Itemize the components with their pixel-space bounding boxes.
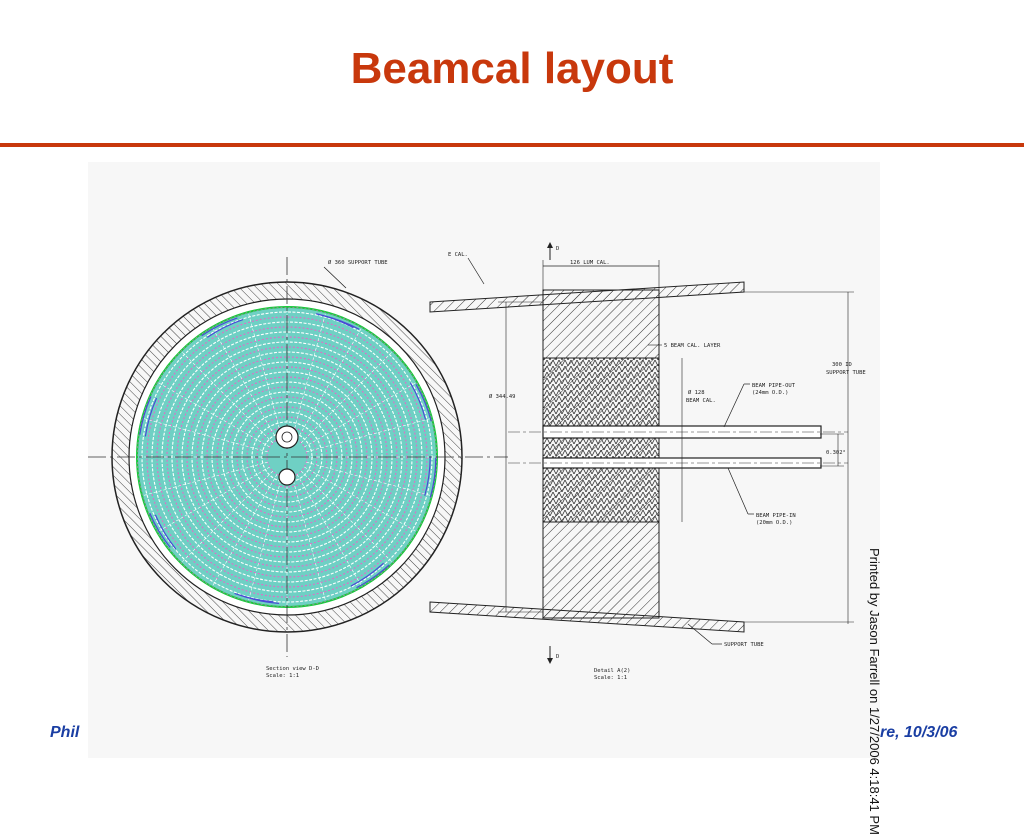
sector-line <box>300 350 394 444</box>
ecal-label: E CAL. <box>448 252 468 258</box>
title-divider <box>0 143 1024 147</box>
sector-line <box>296 326 363 440</box>
sector-line <box>211 474 278 588</box>
detail-label: Detail A(2) <box>594 668 630 674</box>
drawing-canvas: Ø 360 SUPPORT TUBE Section view D-D Scal… <box>88 242 866 681</box>
sector-line <box>304 466 418 533</box>
section-marker-top: D <box>556 246 559 252</box>
section-view: Ø 360 SUPPORT TUBE Section view D-D Scal… <box>88 257 508 679</box>
section-marker-bottom: D <box>556 654 559 660</box>
support-tube-diameter-label: Ø 360 SUPPORT TUBE <box>328 259 388 266</box>
support-tube-bottom-label: SUPPORT TUBE <box>724 642 764 648</box>
sector-line <box>291 312 327 438</box>
sector-line <box>296 474 363 588</box>
beamcal-block <box>542 357 660 523</box>
sector-line <box>291 476 327 602</box>
detail-view: D D 126 LUM CAL. E CAL. <box>429 242 866 681</box>
outgoing-beam-hole <box>275 425 299 449</box>
sector-line <box>247 312 283 438</box>
beamcal-label: BEAM CAL. <box>686 398 716 404</box>
support-tube-id-label: 300 ID <box>832 362 852 368</box>
outer-ring-arc <box>143 311 437 605</box>
sector-line <box>142 417 268 453</box>
detail-scale-label: Scale: 1:1 <box>594 675 627 681</box>
beamcal-layer-label: 5 BEAM CAL. LAYER <box>664 343 721 349</box>
sector-line <box>180 470 274 564</box>
sector-line <box>211 326 278 440</box>
support-tube-right-label: SUPPORT TUBE <box>826 370 866 376</box>
sector-line <box>306 417 432 453</box>
sector-line <box>306 461 432 497</box>
lumcal-length-label: 126 LUM CAL. <box>570 260 610 266</box>
beam-pipe-out-label: BEAM PIPE-OUT <box>752 383 796 389</box>
sector-line <box>247 476 283 602</box>
sector-line <box>300 470 394 564</box>
beam-pipe-in-label: BEAM PIPE-IN <box>756 513 796 519</box>
pipe-gap-label: 0.302° <box>826 450 846 456</box>
beam-pipe-out-od-label: (24mm O.D.) <box>752 390 788 396</box>
printed-by-stamp: Printed by Jason Farrell on 1/27/2006 4:… <box>867 548 882 835</box>
footer-author: Phil <box>50 724 80 741</box>
sector-line <box>142 461 268 497</box>
incoming-beam-hole <box>278 468 296 486</box>
footer-date: re, 10/3/06 <box>880 724 958 741</box>
section-scale-label: Scale: 1:1 <box>266 673 299 679</box>
beamcal-diameter-label: Ø 128 <box>688 389 705 396</box>
overall-diameter-label: Ø 344.49 <box>489 393 516 400</box>
slide-title: Beamcal layout <box>350 44 674 93</box>
outer-ring-arc <box>137 309 431 603</box>
section-view-label: Section view D-D <box>266 666 319 672</box>
sector-line <box>180 350 274 444</box>
beam-pipe-in-od-label: (20mm O.D.) <box>756 520 792 526</box>
technical-drawing: Ø 360 SUPPORT TUBE Section view D-D Scal… <box>88 162 880 758</box>
sector-line <box>304 381 418 448</box>
